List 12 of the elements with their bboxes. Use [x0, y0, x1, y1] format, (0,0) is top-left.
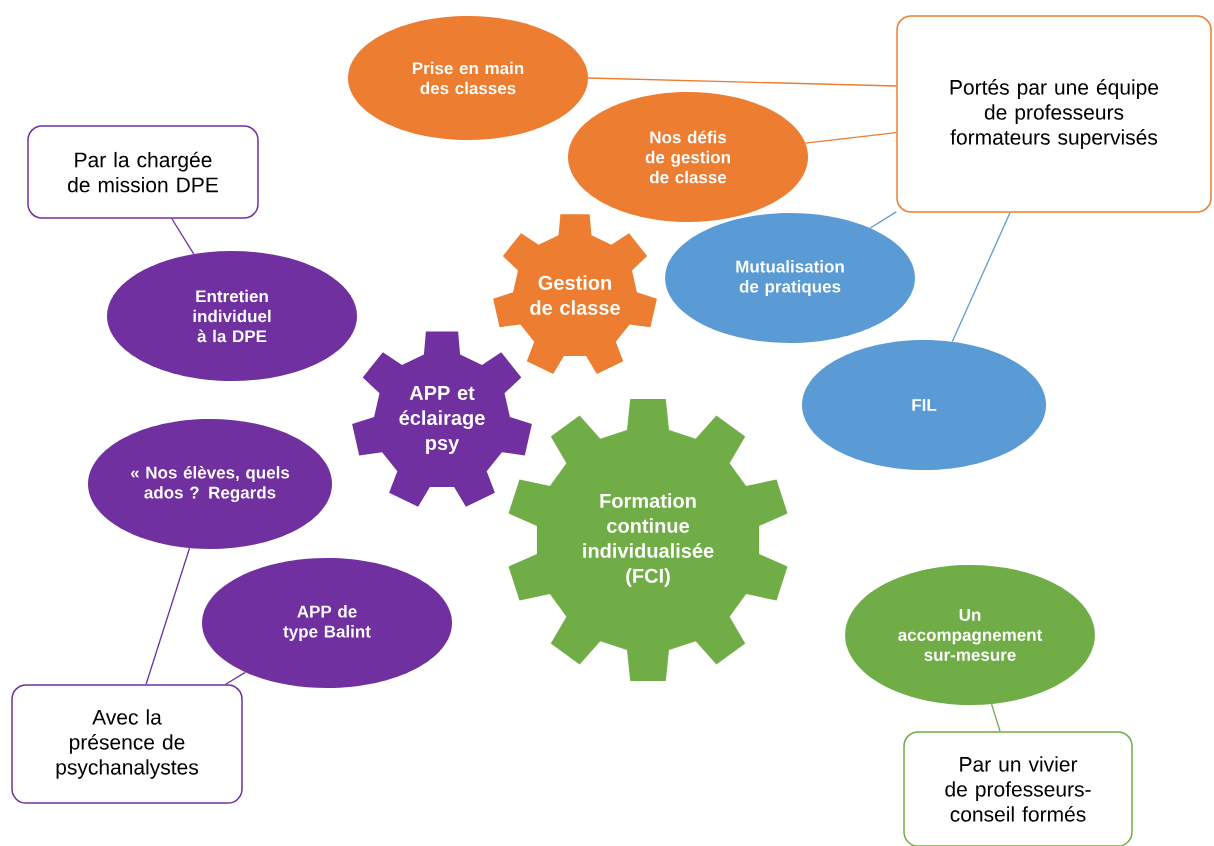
note-box: Avec la présence de psychanalystes: [11, 684, 243, 804]
note-box: Par la chargée de mission DPE: [27, 125, 259, 219]
note-box: Par un vivier de professeurs- conseil formés: [903, 731, 1133, 846]
connector-line: [587, 77, 897, 87]
connector-line: [804, 131, 897, 144]
connector-line: [171, 218, 195, 255]
connector-line: [869, 211, 897, 229]
connector-line: [990, 703, 1001, 732]
note-box: Portés par une équipe de professeurs formateurs supervisés: [896, 15, 1212, 213]
connector-line: [951, 212, 1011, 343]
connector-line: [225, 671, 246, 685]
connector-line: [145, 547, 191, 685]
